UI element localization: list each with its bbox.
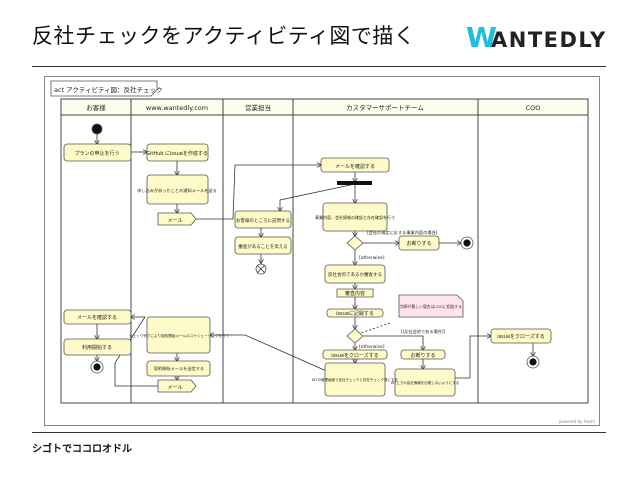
action-plan-apply [63,143,132,162]
label-refuse-1: お断りする [406,240,431,247]
label-note: 判断が難しい場合はCOOに相談する [400,304,462,309]
action-close-issue-coo [490,328,552,344]
title-divider [32,66,606,67]
logo-mark-icon: W [466,22,497,52]
action-schedule-mail [146,316,211,354]
action-github-issue [146,143,209,162]
action-close-issue-cs [322,349,388,360]
fork-bar [337,181,372,185]
label-close-issue-cs: issueをクローズする [331,352,379,359]
label-visit-customer: お客様のところに訪問する [236,217,290,224]
label-confirm-mail-2: メールを確認する [77,314,117,321]
object-mail-1 [157,212,197,226]
guard-antisocial: [[反社会的である場合]] [401,328,446,335]
action-wt-alert [394,368,456,397]
action-start-use [63,338,132,356]
action-confirm-mail-1 [320,157,390,173]
wantedly-logo: W ANTEDLY [466,22,607,52]
label-confirm-mail-1: メールを確認する [335,163,375,170]
label-mail-1: メール [167,218,182,224]
lane-sales: 営業担当 [245,103,271,112]
action-visit-customer [234,210,292,229]
label-schedule-mail: チェック完了により契約開始メールのスケジューリングを行う [129,333,229,338]
start-node [91,123,103,135]
note-coo-consult [398,294,464,318]
decision-antisocial [346,328,364,344]
label-antisocial-review: 反社会的であるか審査する [328,271,382,278]
powered-by-label: powered by Astah [559,419,596,424]
label-wt-admin: WTの管理画面で反社チェックと存在チェック済にする [312,377,398,382]
slide-title: 反社チェックをアクティビティ図で描く [32,24,416,48]
lane-wantedly: www.wantedly.com [146,104,208,112]
action-refuse-2 [400,349,446,360]
frame-tab [50,80,158,97]
action-refuse-1 [398,235,440,251]
footer-divider [32,432,606,433]
action-report-review [234,236,292,255]
flow-edges [97,134,533,387]
action-record-issue [326,308,384,318]
action-antisocial-review [324,264,386,284]
label-send-start-mail: 契約開始メールを送信する [154,365,204,372]
activity-diagram-canvas: act アクティビティ図：反社チェック お客様 www.wantedly.com… [50,80,596,424]
label-review-content: 審査内容 [345,290,365,297]
label-mail-2: メール [167,385,182,391]
logo-text: ANTEDLY [491,28,607,52]
label-start-use: 利用開始する [82,344,112,351]
lane-customer: お客様 [86,103,106,112]
decision-violation [346,235,364,251]
action-confirm-mail-2 [63,309,132,325]
activity-diagram: act アクティビティ図：反社チェック お客様 www.wantedly.com… [44,76,600,426]
action-notify-mail [146,174,209,205]
action-check-info [322,202,388,232]
footer-tagline: シゴトでココロオドル [32,444,132,455]
label-plan-apply: プランの申込を行う [74,150,119,157]
logo-mark: W [466,22,497,52]
action-wt-admin [324,362,386,397]
label-wt-alert: WT上での会社情報を出現しないようにする [391,380,460,385]
label-github-issue: GitHub にissueを作成する [146,150,208,157]
lane-cs-team: カスタマーサポートチーム [346,103,424,112]
object-review-content [336,288,374,298]
label-check-info: 事業内容、会社情報の確認と存在確認を行う [315,214,395,220]
guard-otherwise-1: [otherwise] [359,255,385,261]
label-refuse-2: お断りする [410,352,435,359]
label-close-issue-coo: issueをクローズする [497,333,545,340]
guard-otherwise-2: [otherwise] [359,344,385,350]
frame-label: act アクティビティ図：反社チェック [54,85,163,94]
guard-violation: [会社の規定に反する事業内容の場合] [367,229,438,236]
label-notify-mail: 申し込みがあったことの通知メールを送る [137,187,217,194]
label-record-issue: issueに記録する [336,310,374,317]
label-report-review: 審査があることを伝える [238,243,287,250]
object-mail-2 [157,379,197,393]
lane-coo: COO [526,104,541,112]
action-send-start-mail [146,360,211,377]
